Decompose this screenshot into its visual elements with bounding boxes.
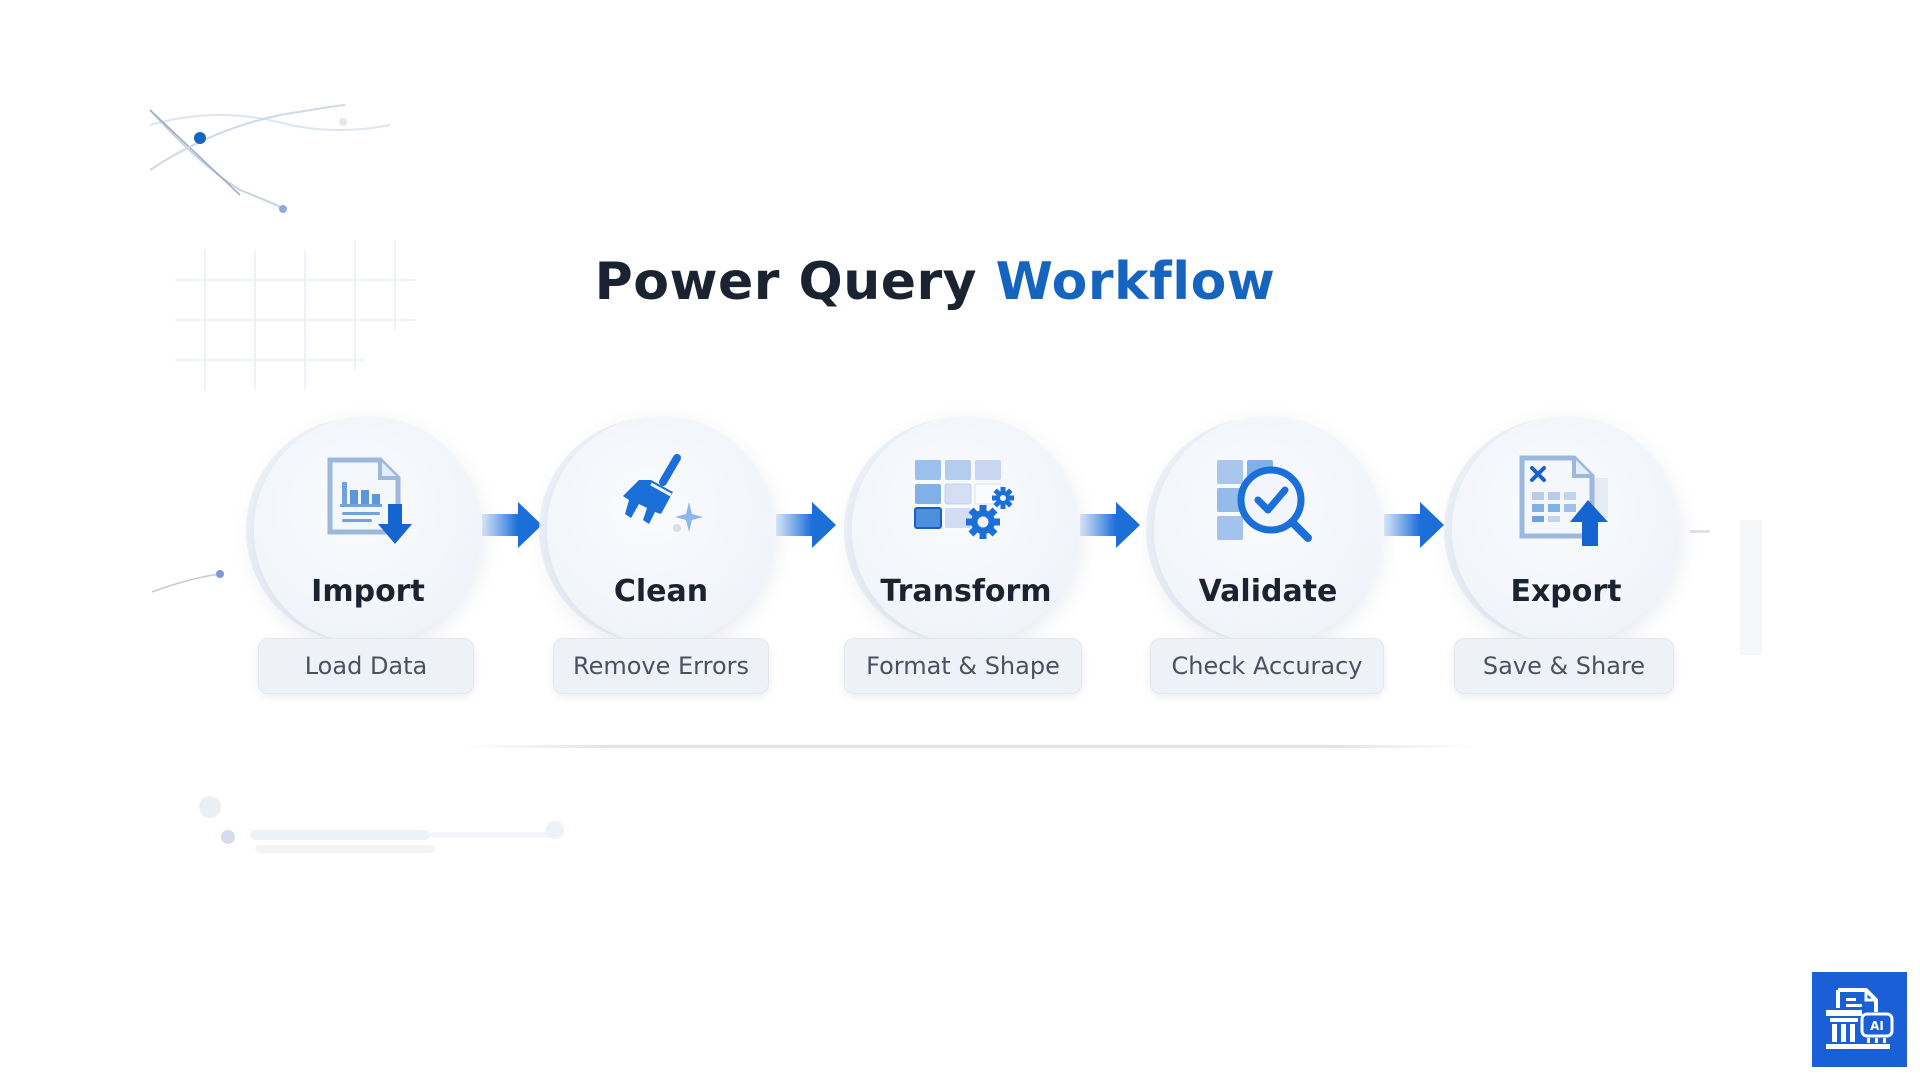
brand-logo: AI [1812,972,1907,1067]
spreadsheet-upload-icon [1519,455,1608,546]
step-clean: Clean Remove Errors [541,416,781,706]
document-download-icon [327,457,412,544]
broom-sparkle-icon [623,454,703,532]
step-export: Export Save & Share [1446,416,1686,706]
title-part-dark: Power Query [594,252,996,312]
divider [460,745,1480,748]
step-sublabel-pill: Format & Shape [844,638,1082,694]
document-pillar-ai-icon: AI [1825,987,1893,1049]
svg-text:AI: AI [1870,1019,1884,1033]
decorative-right-bars [1690,520,1762,655]
grid-gears-icon [914,460,1014,539]
step-sublabel-pill: Remove Errors [553,638,769,694]
decorative-grid [175,240,415,390]
decorative-left-line [151,570,224,593]
step-sublabel-pill: Check Accuracy [1150,638,1384,694]
step-import: Import Load Data [248,416,488,706]
step-label: Transform [880,574,1052,609]
arrow-right-icon [776,502,836,548]
step-label: Import [311,574,425,609]
step-circle [547,416,775,644]
grid-magnifier-check-icon [1217,460,1312,542]
step-label: Clean [613,574,709,609]
decorative-bottom-bars [199,796,564,853]
title-part-accent: Workflow [995,252,1276,312]
arrow-right-icon [482,502,542,548]
arrow-right-icon [1080,502,1140,548]
step-label: Export [1510,574,1622,609]
step-label: Validate [1198,574,1338,609]
step-sublabel-pill: Load Data [258,638,474,694]
step-transform: Transform Format & Shape [844,416,1086,706]
step-sublabel-pill: Save & Share [1454,638,1674,694]
decorative-network-lines [149,104,391,213]
step-validate: Validate Check Accuracy [1148,416,1388,706]
step-circle [852,416,1080,644]
arrow-right-icon [1384,502,1444,548]
page-title: Power Query Workflow [0,252,1870,312]
